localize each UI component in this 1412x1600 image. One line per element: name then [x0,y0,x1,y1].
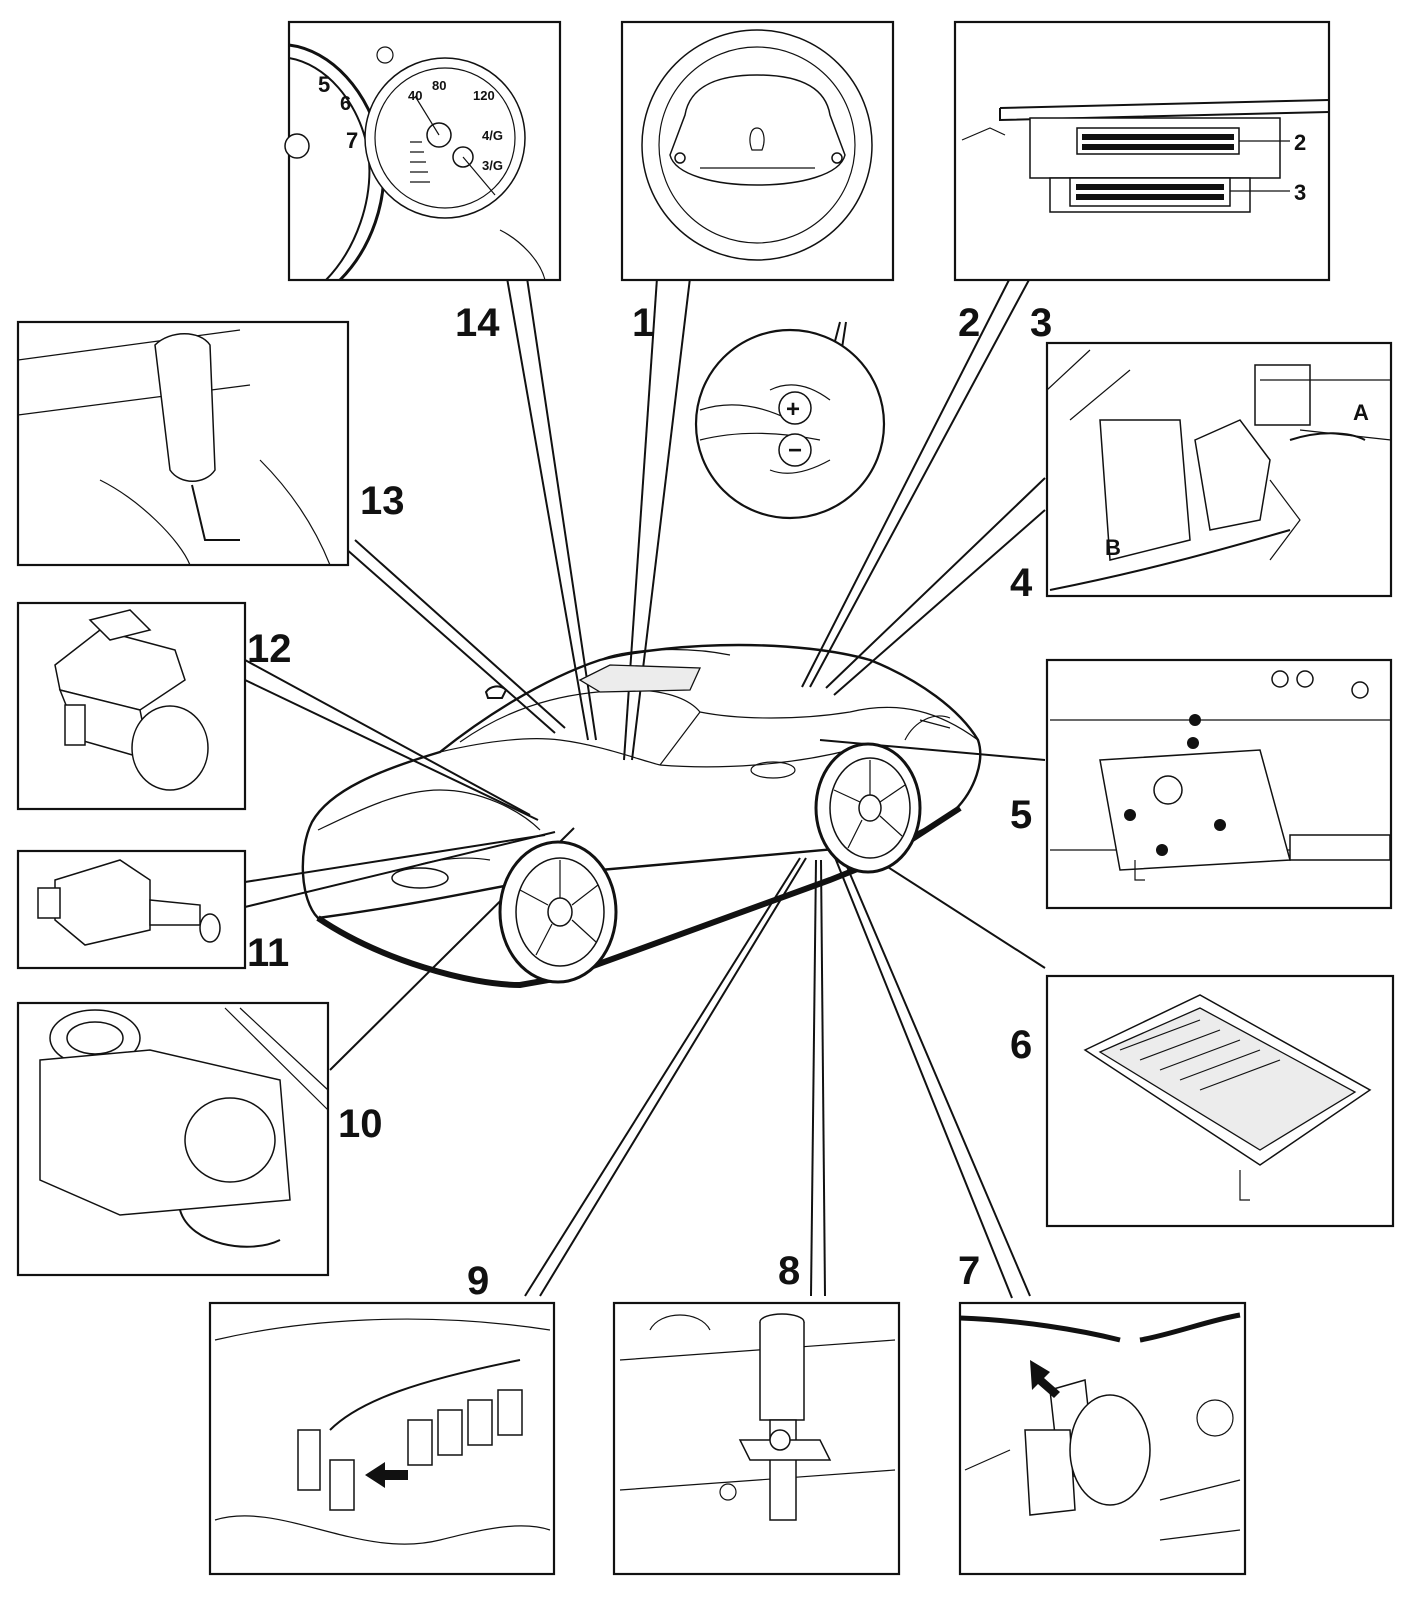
tach-label-6: 6 [340,93,351,115]
callout-4: 4 [1010,561,1033,605]
point-label-b: B [1105,535,1121,560]
callout-7: 7 [958,1249,980,1293]
callout-numbers: 1 2 3 4 5 6 7 8 9 10 11 12 13 14 [247,301,1052,1303]
inset-8-speed-sensor [612,1301,901,1576]
tach-label-7: 7 [346,128,358,153]
inset-5-linkage-area [1045,658,1393,910]
callout-3: 3 [1030,301,1052,345]
rear-wheel [814,742,922,874]
plus-button[interactable] [778,391,812,425]
callout-10: 10 [338,1102,383,1146]
connector-label-3: 3 [1294,180,1306,205]
callout-5: 5 [1010,793,1032,837]
leader-lines [244,277,1046,1299]
inset-14-instrument-cluster: 5 6 7 40 80 120 4/G 3/G [284,20,562,282]
callout-14: 14 [455,301,500,345]
callout-13: 13 [360,479,405,523]
inset-9-solenoid-connectors [208,1301,556,1576]
minus-button[interactable] [778,433,812,467]
minus-button-label: − [788,437,802,464]
inset-12-switch [16,601,247,811]
callout-1: 1 [632,301,654,345]
callout-2: 2 [958,301,980,345]
inset-4-transmission-area: A B [1045,341,1393,598]
inset-11-switch [16,849,247,970]
shift-buttons-zoom: + − [694,328,886,520]
tach-label-5: 5 [318,72,330,97]
connector-label-2: 2 [1294,130,1306,155]
inset-13-selector-lever [16,320,350,567]
inset-1-steering-wheel [620,20,895,282]
inset-2-3-control-unit: 2 3 [953,20,1331,282]
speed-label-80: 80 [432,78,446,93]
inset-6-valve-body [1045,974,1395,1228]
callout-11: 11 [247,931,289,975]
callout-8: 8 [778,1249,800,1293]
inset-10-hydraulic-unit [16,1001,330,1277]
car-illustration [301,643,982,989]
speed-label-40: 40 [408,88,422,103]
callout-6: 6 [1010,1023,1032,1067]
gear-label-3: 3/G [482,158,503,173]
front-wheel [498,840,618,984]
plus-button-label: + [786,396,800,423]
point-label-a: A [1353,400,1369,425]
speed-label-120: 120 [473,88,495,103]
callout-12: 12 [247,627,292,671]
callout-9: 9 [467,1259,489,1303]
gear-label-4: 4/G [482,128,503,143]
inset-7-plug-connection [958,1301,1247,1576]
